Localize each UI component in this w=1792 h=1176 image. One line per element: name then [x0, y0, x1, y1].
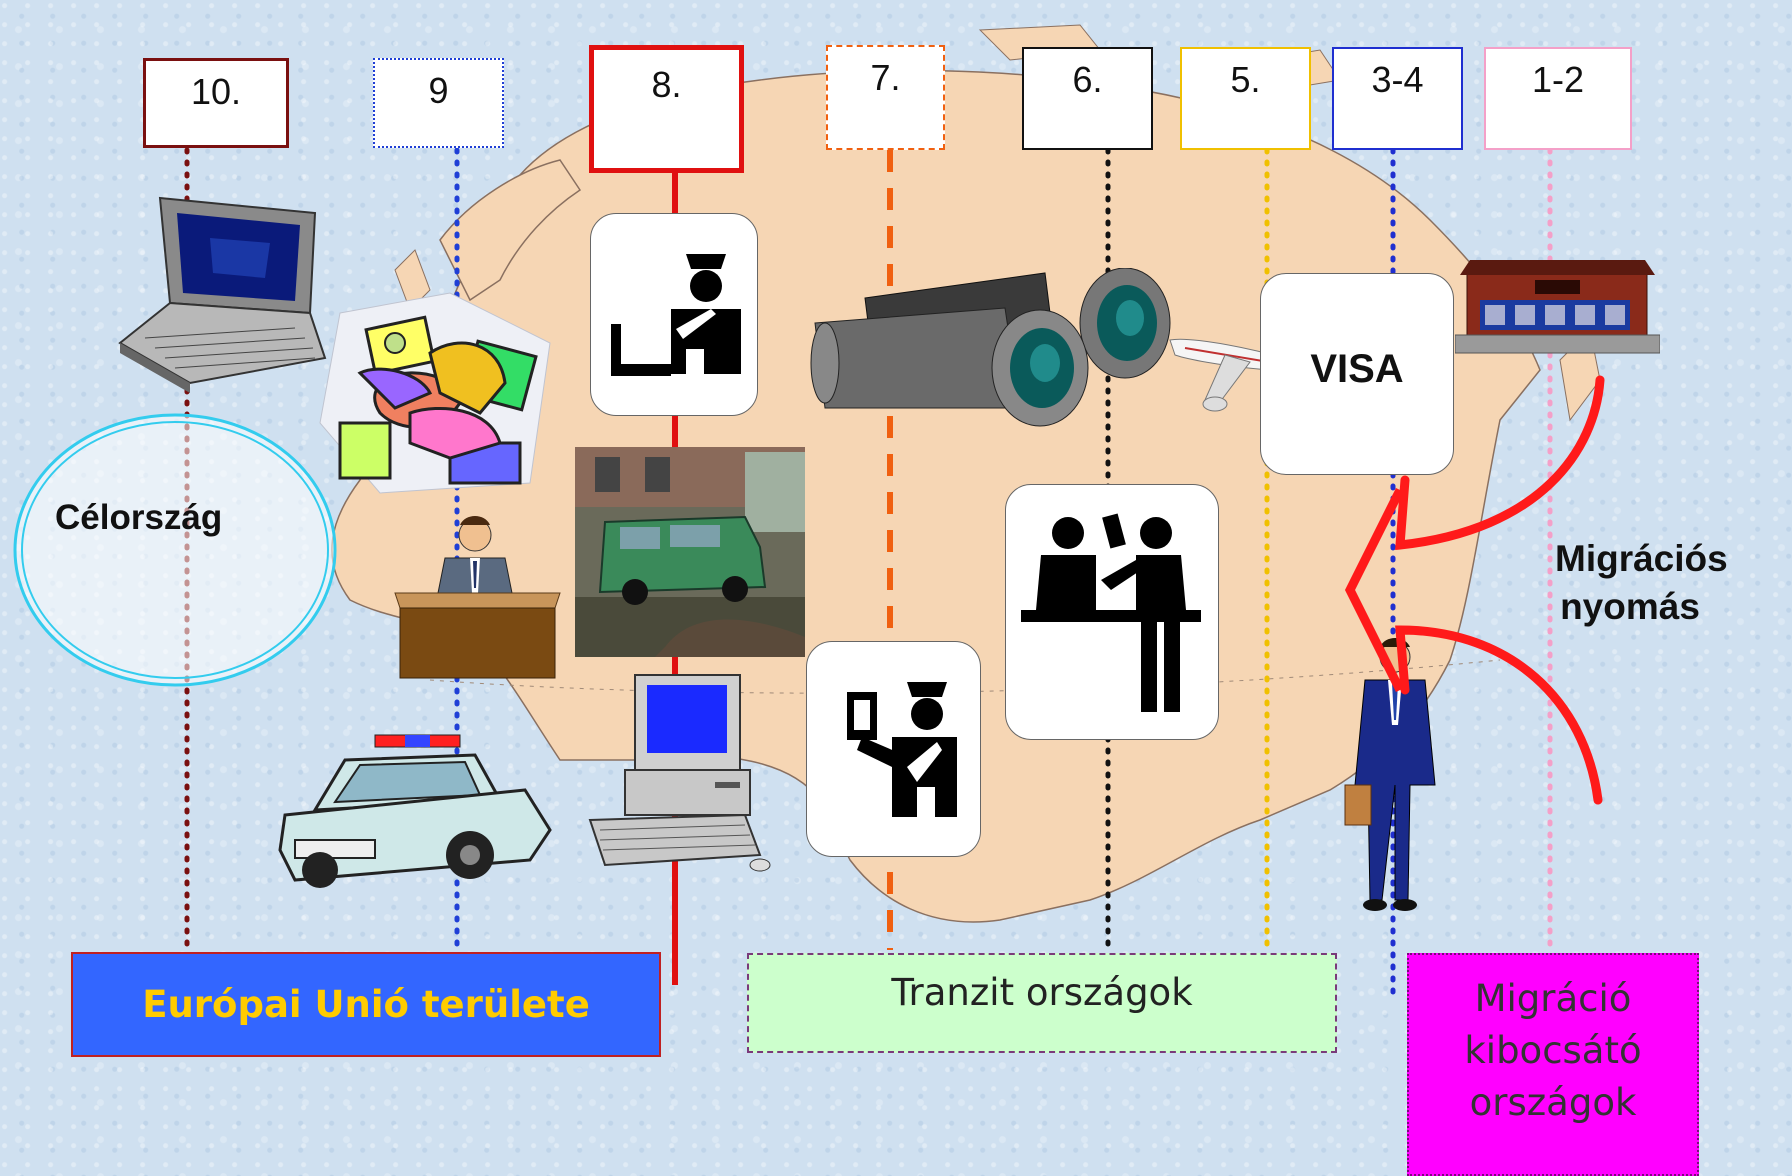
pressure-label: Migrációs nyomás [1555, 538, 1728, 627]
source-region-label: Migráció kibocsátó országok [1464, 977, 1642, 1124]
source-region-box: Migráció kibocsátó országok [1407, 953, 1699, 1176]
stage-box-9: 9 [373, 58, 504, 148]
passport-control-card [806, 641, 981, 857]
destination-label: Célország [55, 498, 223, 537]
laptop-icon [118, 196, 327, 393]
businessman-icon [1344, 638, 1436, 911]
pressure-arrow-lower [1395, 625, 1603, 805]
border-guard-icon [611, 254, 741, 376]
handshake-icon [319, 292, 551, 494]
eu-region-box: Európai Unió területe [71, 952, 661, 1057]
visa-card: VISA [1260, 273, 1454, 475]
stage-box-1-2: 1-2 [1484, 47, 1632, 150]
visa-label: VISA [1310, 346, 1404, 391]
visa-counter-card [1005, 484, 1219, 740]
shop-building-icon [1455, 260, 1660, 354]
patrol-van-photo [575, 447, 805, 657]
stage-box-7: 7. [826, 45, 945, 150]
visa-counter-icon [1021, 513, 1201, 712]
pressure-arrow-upper [1395, 375, 1605, 551]
stage-box-10: 10. [143, 58, 289, 148]
police-car-icon [278, 734, 552, 888]
stage-box-6: 6. [1022, 47, 1153, 150]
pressure-arrowhead [1344, 487, 1405, 693]
passport-control-icon [847, 682, 957, 817]
stage-box-8: 8. [589, 45, 744, 173]
desktop-computer-icon [588, 674, 771, 872]
transit-region-label: Tranzit országok [891, 971, 1193, 1014]
british-isles [394, 249, 431, 311]
stage-box-5: 5. [1180, 47, 1311, 150]
transit-region-box: Tranzit országok [747, 953, 1337, 1053]
border-guard-card [590, 213, 758, 416]
binoculars-icon [810, 268, 1171, 427]
stage-box-3-4: 3-4 [1332, 47, 1463, 150]
eu-region-label: Európai Unió területe [142, 983, 590, 1026]
official-at-desk-icon [394, 516, 561, 679]
destination-ring [13, 413, 337, 687]
scandinavia-landmass [439, 159, 582, 302]
